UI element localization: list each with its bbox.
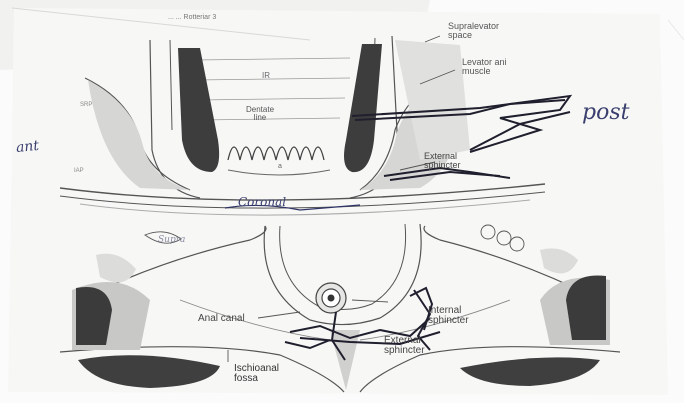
label-srp: SRP [80, 102, 92, 108]
label-figure-header: ... ... Rotteriar 3 [168, 14, 216, 21]
handwritten-middle: Coronal [238, 196, 286, 208]
label-supralevator-space: Supralevator space [448, 22, 499, 40]
label-external-sphincter-bottom: External sphincter [384, 336, 425, 356]
label-ischioanal-fossa: Ischioanal fossa [234, 364, 279, 384]
handwritten-left-margin: ant [15, 139, 39, 155]
label-ir: IR [262, 71, 270, 80]
label-small-a: a [278, 163, 282, 170]
label-iap: IAP [74, 168, 84, 174]
right-levator-mass [566, 276, 606, 341]
handwritten-post: post [582, 102, 629, 124]
anal-canal-rings [316, 283, 346, 313]
handwritten-fragment: Supra [158, 236, 185, 245]
left-levator-mass [76, 287, 112, 345]
label-internal-sphincter: Internal sphincter [428, 306, 469, 326]
label-dentate-line: Dentate line [246, 106, 274, 122]
label-external-sphincter-top: External sphincter [424, 152, 461, 170]
label-levator-ani-muscle: Levator ani muscle [462, 58, 507, 76]
label-anal-canal: Anal canal [198, 314, 245, 324]
